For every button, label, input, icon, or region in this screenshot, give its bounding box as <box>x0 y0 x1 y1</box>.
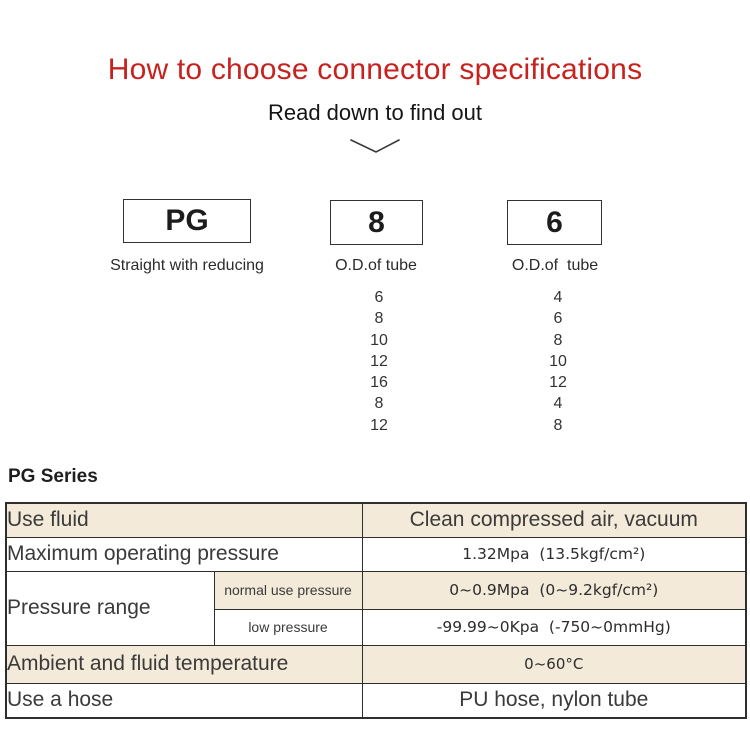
size-list-od-8: 6 8 10 12 16 8 12 <box>370 287 388 436</box>
page-title: How to choose connector specifications <box>107 53 643 86</box>
size-item: 12 <box>370 352 388 370</box>
size-item: 10 <box>549 352 567 370</box>
size-list-od-6: 4 6 8 10 12 4 8 <box>549 287 567 436</box>
spec-value-cell: PU hose, nylon tube <box>361 682 747 719</box>
size-item: 4 <box>553 395 563 413</box>
code-box-tube-od-6: 6 <box>507 200 602 245</box>
size-item: 12 <box>370 416 388 434</box>
spec-label-cell: Ambient and fluid temperature <box>5 644 363 684</box>
table-row-max-pressure: Maximum operating pressure 1.32Mpa (13.5… <box>5 536 747 572</box>
table-row-pressure-range-low: low pressure -99.99~0Kpa (-750~0mmHg) <box>6 608 747 646</box>
spec-sublabel-cell: normal use pressure <box>213 570 363 610</box>
code-box-6-caption: O.D.of tube <box>511 257 599 274</box>
code-box-pg: PG <box>123 199 251 243</box>
spec-label-cell: Use a hose <box>5 682 363 719</box>
spec-sublabel-cell: low pressure <box>213 608 363 646</box>
spec-table: Use fluid Clean compressed air, vacuum M… <box>5 502 748 719</box>
size-item: 8 <box>374 310 384 328</box>
size-item: 6 <box>374 289 384 306</box>
series-heading: PG Series <box>8 466 98 487</box>
code-box-8-caption: O.D.of tube <box>335 257 417 274</box>
size-item: 8 <box>553 416 563 434</box>
size-item: 8 <box>374 395 384 413</box>
table-row-temperature: Ambient and fluid temperature 0~60°C <box>5 644 747 684</box>
size-item: 6 <box>553 310 563 328</box>
spec-value-cell: -99.99~0Kpa (-750~0mmHg) <box>361 608 747 646</box>
page-subtitle: Read down to find out <box>267 100 483 125</box>
table-row-pressure-range-normal: Pressure range normal use pressure 0~0.9… <box>5 570 747 646</box>
table-row-use-fluid: Use fluid Clean compressed air, vacuum <box>5 502 747 538</box>
spec-label-cell: Use fluid <box>5 502 363 538</box>
size-item: 10 <box>370 331 388 349</box>
size-item: 12 <box>549 374 567 392</box>
spec-label-cell: Pressure range <box>5 570 215 646</box>
spec-value-cell: 0~0.9Mpa (0~9.2kgf/cm²) <box>361 570 747 610</box>
spec-value-cell: 0~60°C <box>361 644 747 684</box>
spec-value-cell: Clean compressed air, vacuum <box>361 502 747 538</box>
code-box-pg-caption: Straight with reducing <box>110 257 264 274</box>
size-item: 4 <box>553 289 563 306</box>
size-item: 8 <box>553 331 563 349</box>
size-item: 16 <box>370 374 388 392</box>
spec-value-cell: 1.32Mpa (13.5kgf/cm²) <box>361 536 747 572</box>
table-row-hose: Use a hose PU hose, nylon tube <box>5 682 747 719</box>
chevron-down-icon <box>350 139 400 153</box>
code-box-tube-od-8: 8 <box>330 200 423 245</box>
spec-label-cell: Maximum operating pressure <box>5 536 363 572</box>
